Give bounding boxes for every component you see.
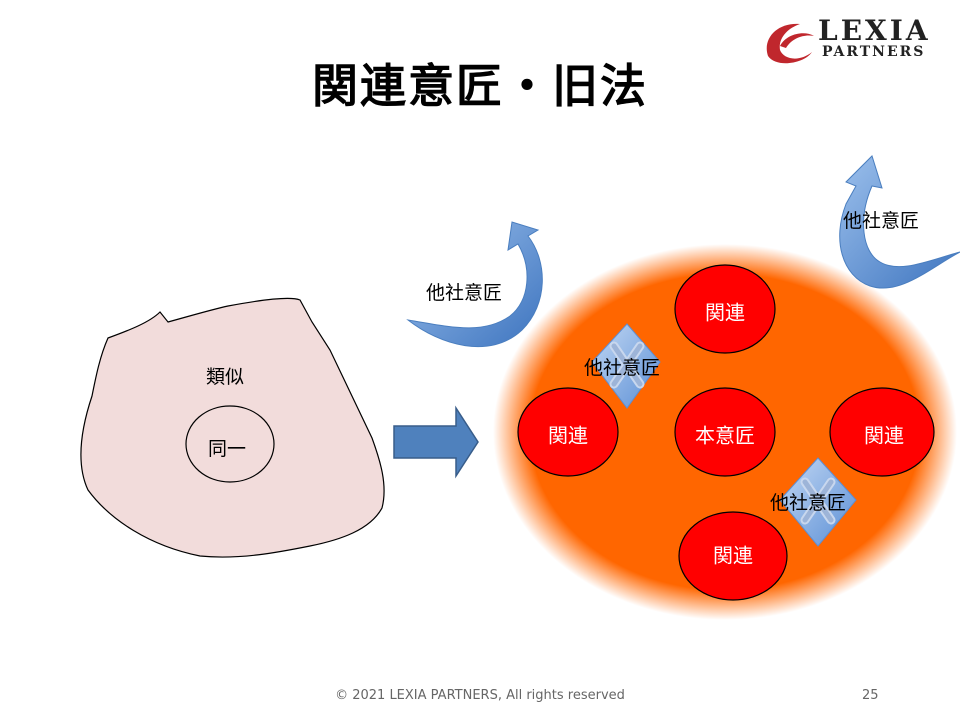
related-label-left: 関連 — [548, 423, 588, 448]
copyright-footer: © 2021 LEXIA PARTNERS, All rights reserv… — [335, 688, 625, 703]
blocked-design-label-lower: 他社意匠 — [770, 492, 847, 514]
related-circle-left — [517, 387, 619, 477]
blocked-design-diamond-lower — [779, 457, 857, 547]
main-design-circle — [674, 387, 776, 477]
similar-label: 類似 — [206, 366, 245, 388]
blocked-design-diamond-upper — [591, 323, 661, 409]
identical-range-circle — [185, 405, 275, 483]
transition-arrow-icon — [393, 405, 479, 479]
related-label-top: 関連 — [705, 300, 745, 325]
logo-wordmark-lexia: LEXIA — [818, 14, 931, 47]
identical-label: 同一 — [208, 438, 247, 460]
page-title: 関連意匠・旧法 — [312, 59, 648, 113]
other-design-label-right: 他社意匠 — [843, 210, 920, 232]
logo-wordmark-partners: PARTNERS — [822, 44, 926, 60]
related-circle-right — [829, 387, 935, 477]
curved-arrow-left-icon — [406, 221, 543, 348]
related-label-right: 関連 — [864, 423, 904, 448]
blocked-design-label-upper: 他社意匠 — [584, 357, 661, 379]
related-label-bottom: 関連 — [713, 543, 753, 568]
main-design-label: 本意匠 — [695, 423, 755, 448]
other-design-label-left: 他社意匠 — [426, 282, 503, 304]
lexia-logo-icon — [766, 23, 814, 64]
curved-arrow-right-icon — [839, 155, 960, 289]
related-circle-top — [674, 264, 776, 354]
page-number: 25 — [862, 688, 879, 703]
related-circle-bottom — [678, 511, 788, 601]
